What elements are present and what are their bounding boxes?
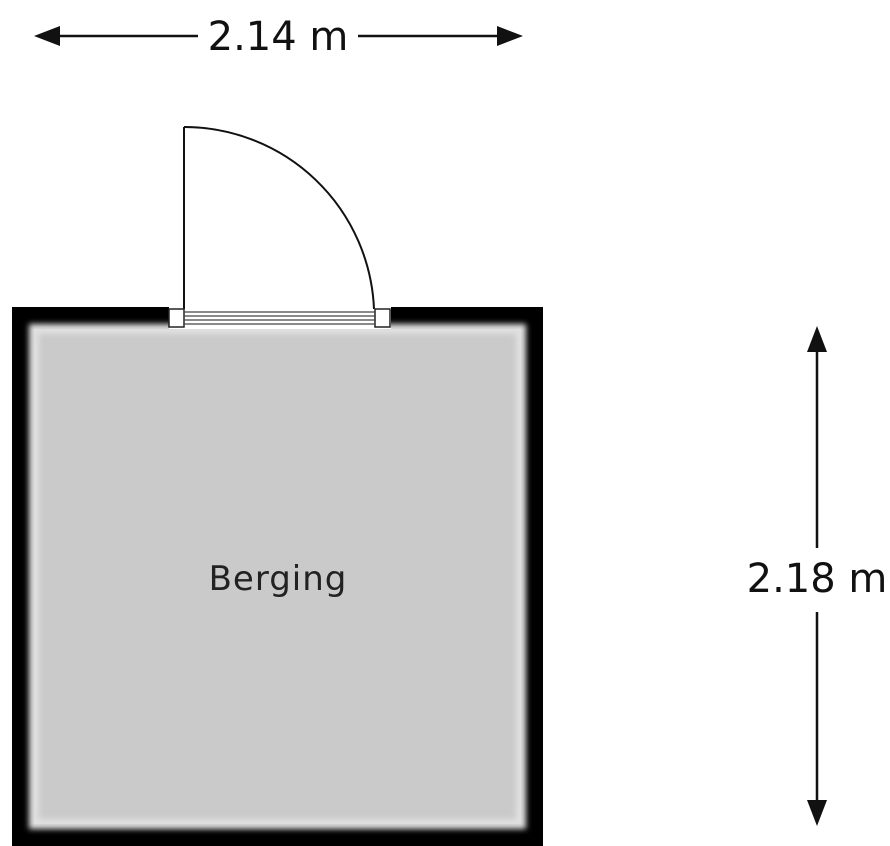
door-swing-arc [183, 125, 375, 310]
wall-left [12, 307, 34, 846]
door [183, 125, 375, 310]
room-floor [29, 324, 526, 829]
height-dimension: 2.18 m [747, 326, 888, 826]
height-dimension-label: 2.18 m [747, 556, 888, 602]
arrow-down-icon [807, 800, 827, 826]
door-jamb-left [168, 308, 185, 328]
arrow-up-icon [807, 326, 827, 352]
width-dimension-label: 2.14 m [208, 14, 349, 60]
room-walls [12, 307, 543, 846]
arrow-left-icon [34, 26, 60, 46]
room-label: Berging [209, 559, 348, 599]
door-jamb-right [374, 308, 391, 328]
wall-right [521, 307, 543, 846]
door-threshold [168, 308, 391, 329]
wall-bottom [12, 824, 543, 846]
arrow-right-icon [497, 26, 523, 46]
wall-top-left [12, 307, 169, 329]
wall-top-right [391, 307, 543, 329]
width-dimension: 2.14 m [34, 14, 523, 60]
